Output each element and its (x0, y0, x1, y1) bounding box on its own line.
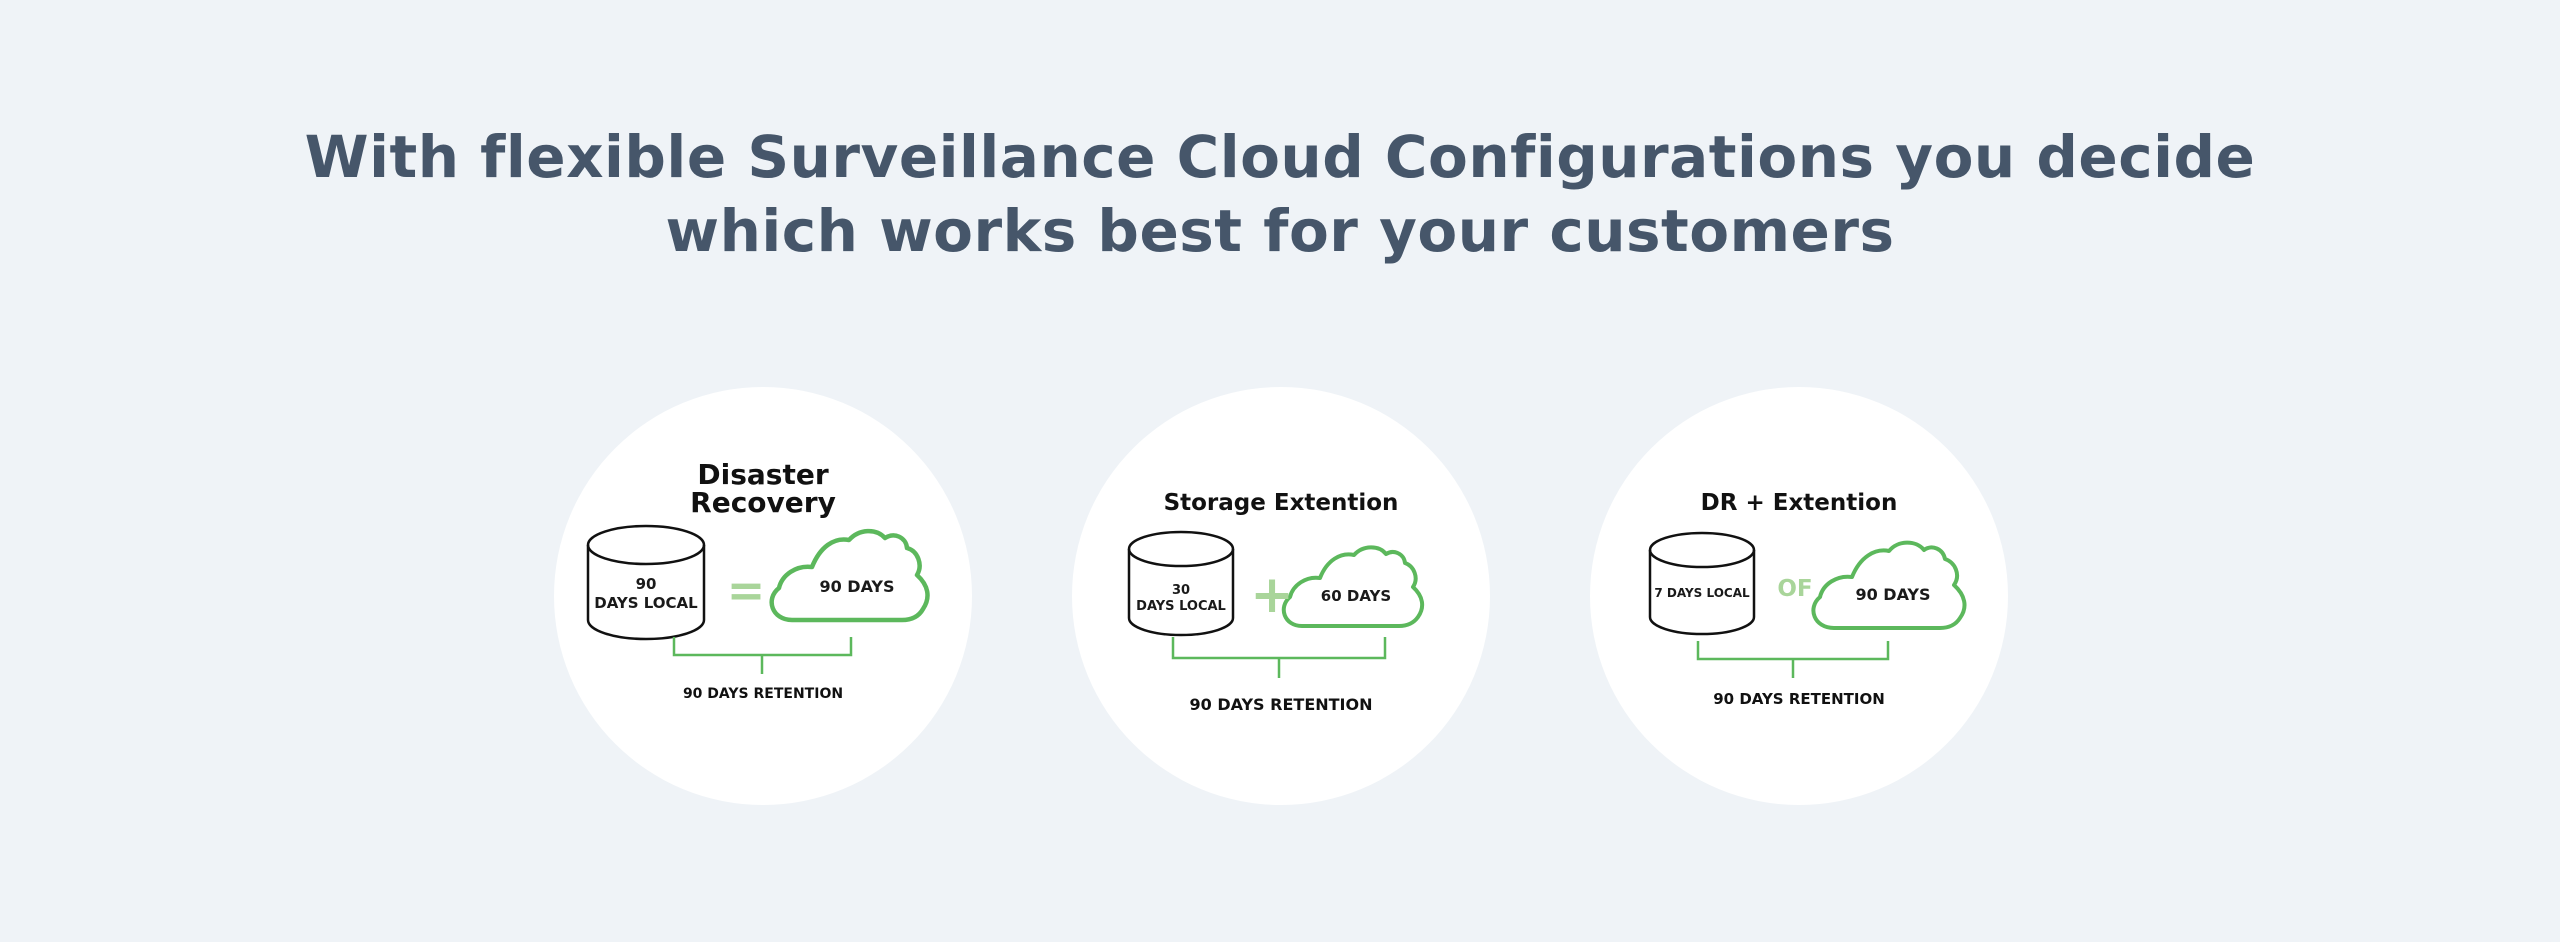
card-diagram (1648, 531, 1967, 678)
card-storage-extention: Storage Extention 30 DAYS LOCAL + 60 DAY… (1072, 387, 1490, 805)
retention-label: 90 DAYS RETENTION (1713, 690, 1885, 708)
local-storage-label: 7 DAYS LOCAL (1654, 586, 1750, 600)
database-cylinder-icon (586, 524, 706, 641)
card-title: Disaster Recovery (554, 461, 972, 517)
cloud-icon (1281, 545, 1425, 628)
card-title: Storage Extention (1163, 490, 1399, 516)
retention-label: 90 DAYS RETENTION (1189, 695, 1373, 714)
headline-line-2: which works best for your customers (665, 197, 1895, 265)
card-dr-extention: DR + Extention 7 DAYS LOCAL OF 90 DAYS 9… (1590, 387, 2008, 805)
plus-operator: + (1250, 565, 1294, 625)
retention-bracket (672, 637, 853, 674)
card-title-line-1: Disaster (697, 458, 829, 491)
cloud-icon (1811, 540, 1967, 630)
card-disaster-recovery: Disaster Recovery 90 DAYS LOCAL = 90 DAY… (554, 387, 972, 805)
page-headline: With flexible Surveillance Cloud Configu… (0, 120, 2560, 268)
retention-label: 90 DAYS RETENTION (682, 686, 844, 702)
retention-bracket (1171, 637, 1387, 678)
database-cylinder-icon (1648, 531, 1756, 636)
retention-bracket (1696, 641, 1890, 678)
headline-line-1: With flexible Surveillance Cloud Configu… (304, 123, 2256, 191)
database-cylinder-icon (1127, 530, 1235, 637)
cloud-days-label: 60 DAYS (1320, 587, 1392, 605)
cloud-days-label: 90 DAYS (1855, 585, 1931, 604)
card-diagram (1127, 530, 1425, 678)
card-title-line-2: Recovery (690, 486, 836, 519)
local-storage-label: 90 DAYS LOCAL (594, 575, 698, 612)
card-title: DR + Extention (1700, 490, 1898, 516)
local-storage-label: 30 DAYS LOCAL (1136, 583, 1226, 614)
cloud-days-label: 90 DAYS (819, 577, 895, 596)
card-diagram (586, 524, 930, 674)
equals-operator: = (726, 563, 766, 617)
of-operator: OF (1777, 576, 1813, 602)
cloud-icon (769, 528, 930, 623)
